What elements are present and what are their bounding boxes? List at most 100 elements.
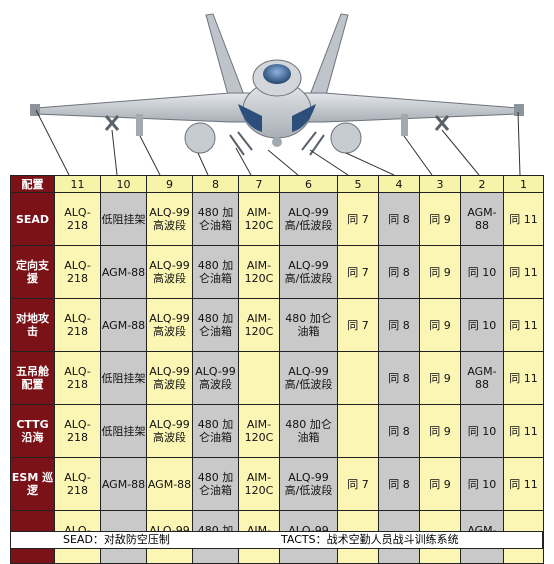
table-cell: ALQ-99 高波段 [146, 192, 193, 246]
table-cell: 同 7 [337, 298, 379, 352]
launcher-left [104, 115, 120, 131]
canopy [263, 64, 291, 84]
table-cell: AGM-88 [460, 192, 504, 246]
table-cell: 同 9 [419, 245, 461, 299]
table-cell: 480 加仑油箱 [192, 457, 239, 511]
table-cell: 同 8 [378, 404, 420, 458]
table-cell: 480 加仑油箱 [192, 298, 239, 352]
missiles-left [229, 131, 253, 156]
footer-legend-tacts: TACTS：战术空勤人员战斗训练系统 [281, 533, 459, 546]
table-cell: ALQ-218 [54, 351, 101, 405]
tank-right [330, 122, 362, 154]
left-wingtip [30, 104, 40, 116]
table-cell: 同 10 [460, 245, 504, 299]
station-header: 5 [337, 175, 379, 193]
table-cell: 480 加仑油箱 [192, 404, 239, 458]
station-header: 11 [54, 175, 101, 193]
row-label: 五吊舱配置 [10, 351, 55, 405]
table-cell: AGM-88 [460, 351, 504, 405]
table-cell: ALQ-218 [54, 457, 101, 511]
table-cell: ALQ-218 [54, 404, 101, 458]
table-cell: ALQ-218 [54, 192, 101, 246]
table-cell [337, 404, 379, 458]
footer-legend-sead: SEAD：对敌防空压制 [63, 533, 170, 546]
row-label: 定向支援 [10, 245, 55, 299]
table-cell: 同 11 [503, 245, 544, 299]
table-cell: ALQ-99 高波段 [146, 298, 193, 352]
table-cell [238, 351, 280, 405]
station-header: 6 [279, 175, 338, 193]
tank-left [184, 122, 216, 154]
table-cell: 480 加仑油箱 [192, 192, 239, 246]
station-header: 3 [419, 175, 461, 193]
table-cell: AIM-120C [238, 192, 280, 246]
table-cell [337, 351, 379, 405]
table-cell: 同 9 [419, 298, 461, 352]
station-header: 7 [238, 175, 280, 193]
column-header-row: 配置 11 10 9 8 7 6 5 4 3 2 1 [10, 175, 544, 193]
table-cell: ALQ-99 高波段 [192, 351, 239, 405]
row-label: ESM 巡逻 [10, 457, 55, 511]
table-cell: AIM-120C [238, 404, 280, 458]
table-cell: AGM-88 [100, 298, 147, 352]
table-cell: ALQ-99 高波段 [146, 351, 193, 405]
row-label: CTTG 沿海 [10, 404, 55, 458]
launcher-right [434, 115, 450, 131]
aircraft-illustration [30, 13, 524, 175]
table-cell: 同 9 [419, 192, 461, 246]
table-cell: 同 11 [503, 298, 544, 352]
row-label: 对地攻击 [10, 298, 55, 352]
table-cell: AGM-88 [100, 457, 147, 511]
table-cell: ALQ-99 高波段 [146, 404, 193, 458]
table-cell: AGM-88 [100, 245, 147, 299]
table-cell: ALQ-99 高/低波段 [279, 245, 338, 299]
center-pod [272, 137, 282, 147]
table-cell: AIM-120C [238, 298, 280, 352]
table-cell: 同 11 [503, 404, 544, 458]
station-header: 8 [192, 175, 239, 193]
station-header: 1 [503, 175, 544, 193]
table-cell: 低阻挂架 [100, 351, 147, 405]
table-cell: 同 10 [460, 298, 504, 352]
corner-label: 配置 [10, 175, 55, 193]
table-cell: 同 11 [503, 457, 544, 511]
right-intake [292, 104, 316, 132]
table-cell: 同 9 [419, 351, 461, 405]
table-cell: 同 9 [419, 404, 461, 458]
table-cell: 同 8 [378, 298, 420, 352]
table-cell: AIM-120C [238, 457, 280, 511]
table-cell: 同 7 [337, 245, 379, 299]
table-cell: 同 11 [503, 351, 544, 405]
station-header: 4 [378, 175, 420, 193]
table-cell: 低阻挂架 [100, 404, 147, 458]
table-cell: 同 7 [337, 192, 379, 246]
table-cell: 同 8 [378, 351, 420, 405]
left-tail-fin [205, 13, 245, 96]
table-cell: 同 8 [378, 457, 420, 511]
table-cell: 同 11 [503, 192, 544, 246]
table-cell: 480 加仑油箱 [279, 298, 338, 352]
row-label: SEAD [10, 192, 55, 246]
right-wingtip [514, 104, 524, 116]
table-cell: 同 7 [337, 457, 379, 511]
right-tail-fin [309, 13, 349, 96]
table-cell: 同 9 [419, 457, 461, 511]
station-header: 2 [460, 175, 504, 193]
table-cell: ALQ-99 高/低波段 [279, 192, 338, 246]
pylon-right-outer [401, 114, 408, 136]
table-cell: ALQ-218 [54, 245, 101, 299]
pylon-left-outer [136, 114, 143, 136]
table-cell: AGM-88 [146, 457, 193, 511]
table-cell: AIM-120C [238, 245, 280, 299]
table-cell: 480 加仑油箱 [192, 245, 239, 299]
table-cell: 同 10 [460, 457, 504, 511]
footer-legend: SEAD：对敌防空压制 TACTS：战术空勤人员战斗训练系统 [10, 531, 543, 549]
left-intake [238, 104, 262, 132]
table-cell: 低阻挂架 [100, 192, 147, 246]
